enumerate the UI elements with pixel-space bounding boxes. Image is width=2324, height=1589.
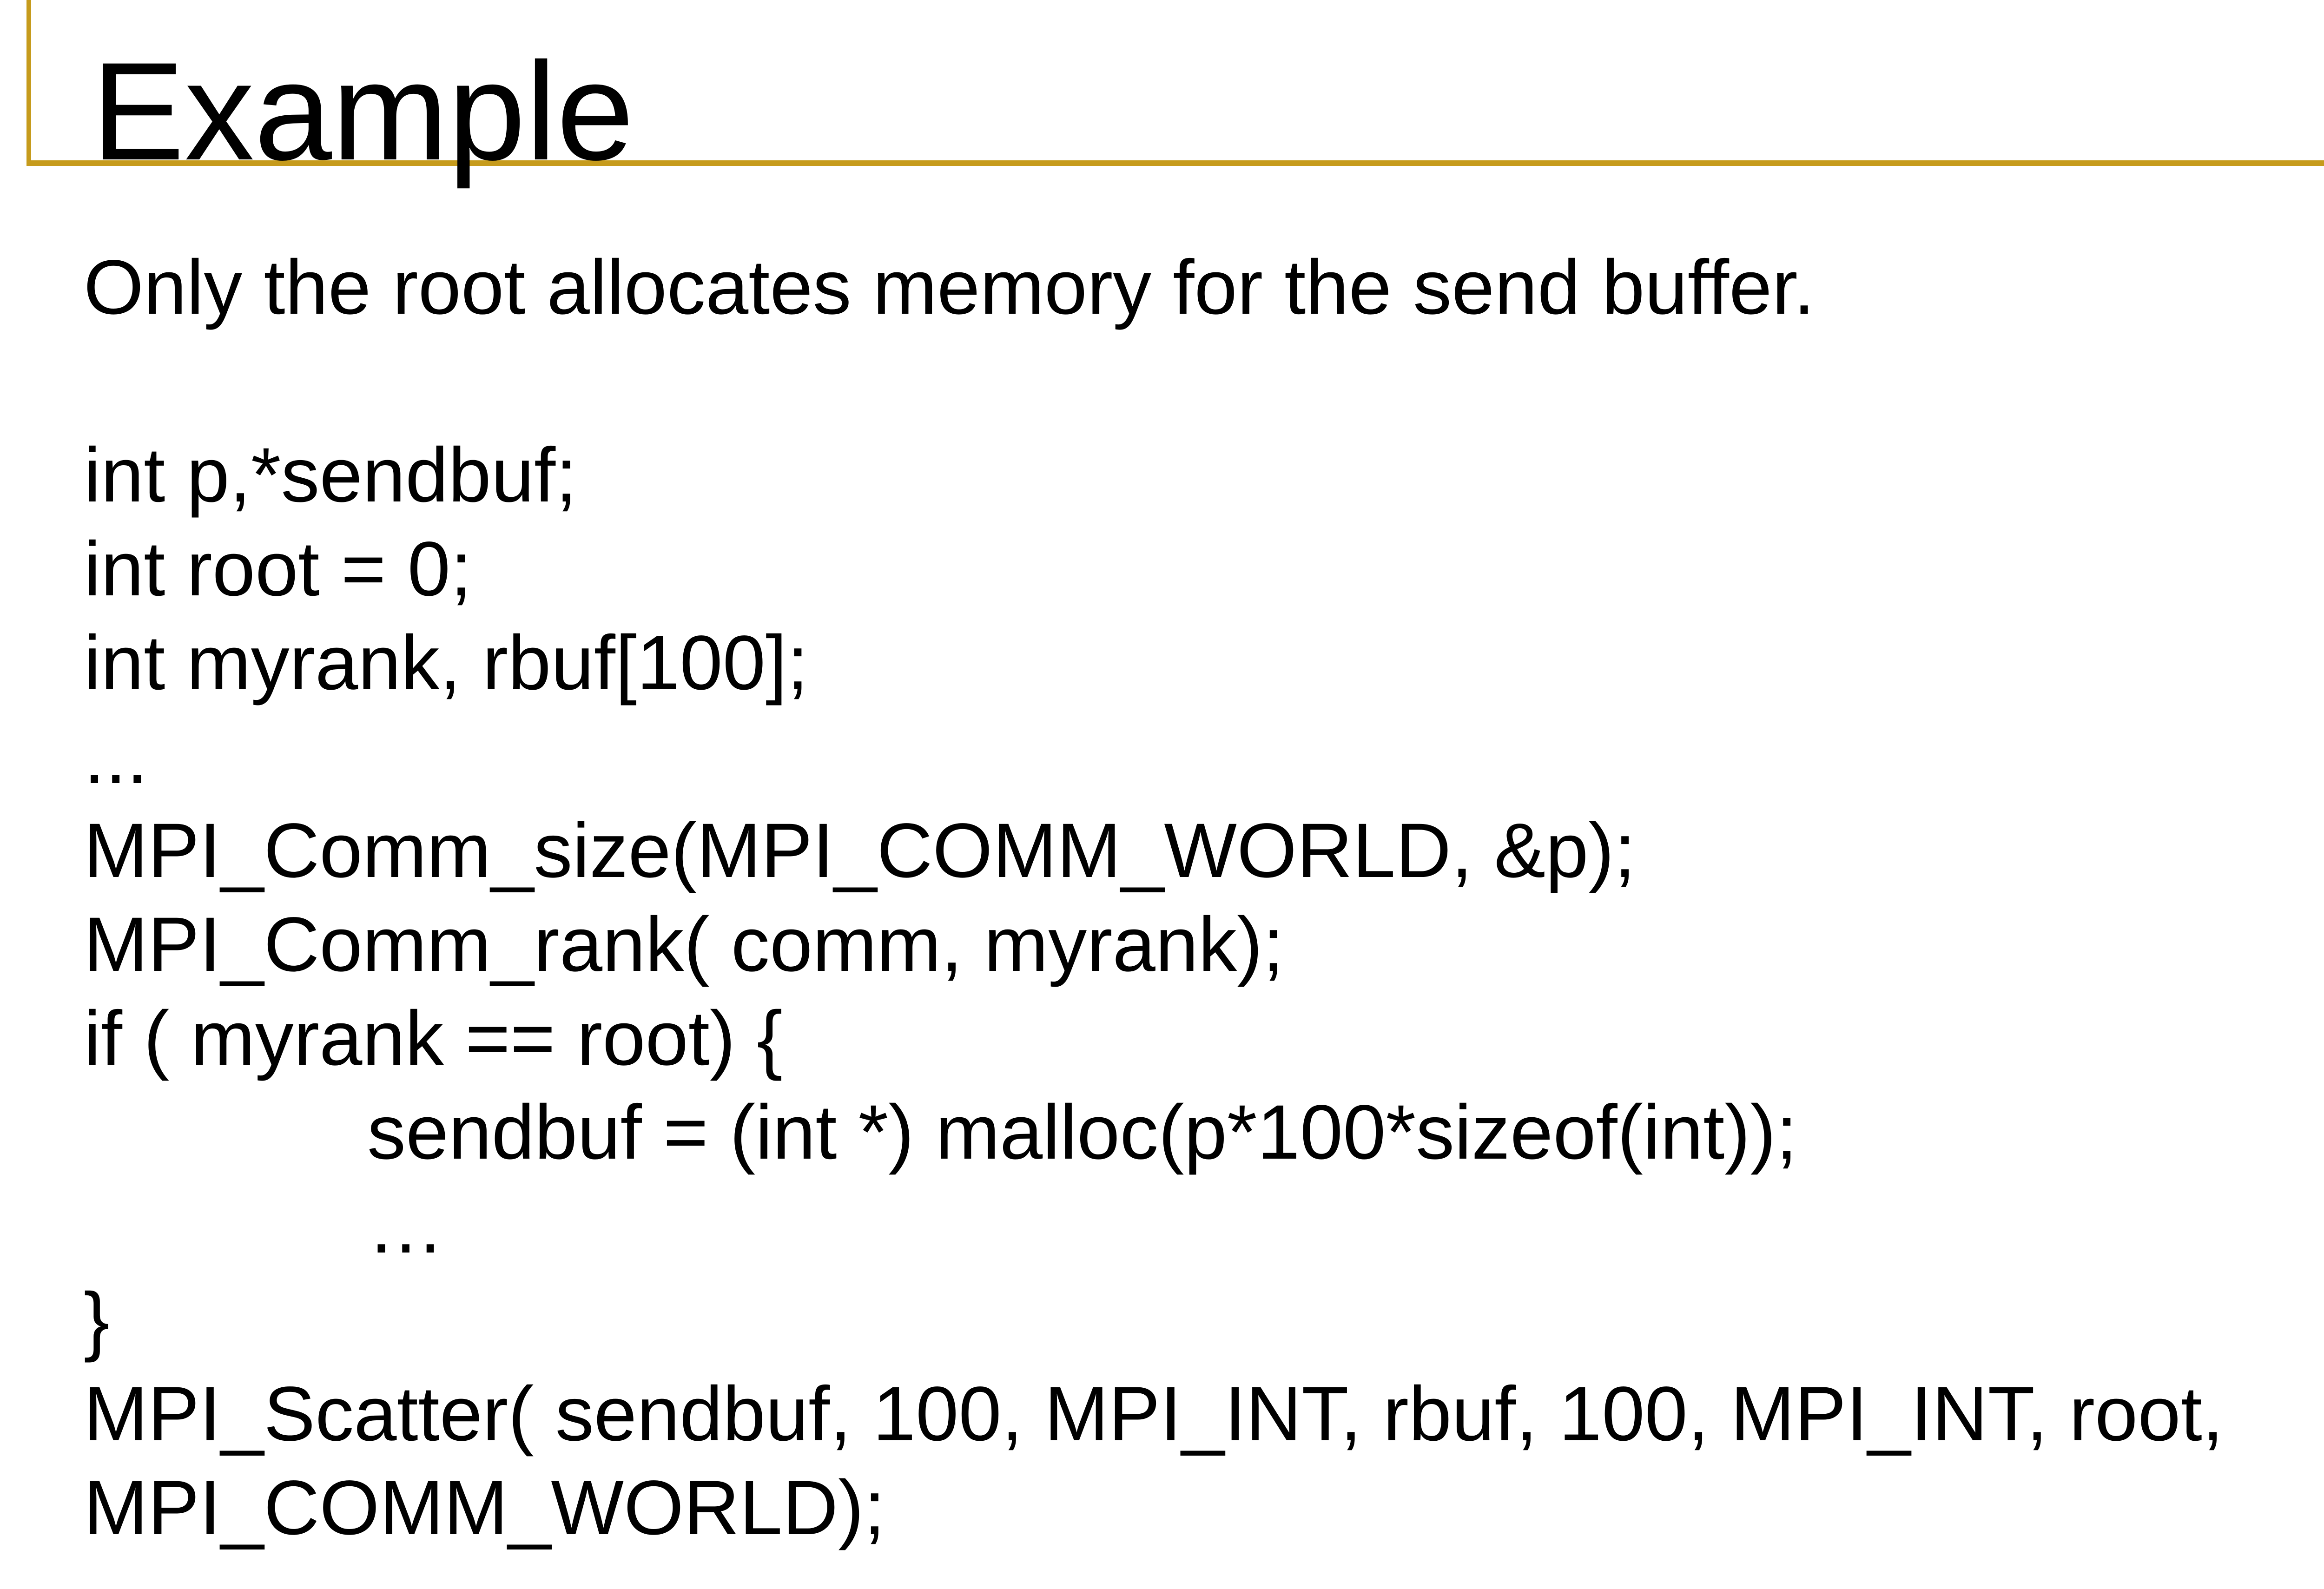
code-line: if ( myrank == root) { bbox=[84, 996, 783, 1081]
code-line: int root = 0; bbox=[84, 526, 472, 612]
slide-body: Only the root allocates memory for the s… bbox=[84, 241, 2224, 1555]
code-line: int p,*sendbuf; bbox=[84, 432, 577, 518]
code-block: int p,*sendbuf;int root = 0;int myrank, … bbox=[84, 429, 2224, 1555]
code-line: MPI_COMM_WORLD); bbox=[84, 1465, 885, 1551]
code-line: sendbuf = (int *) malloc(p*100*sizeof(in… bbox=[367, 1089, 1797, 1175]
code-line: MPI_Scatter( sendbuf, 100, MPI_INT, rbuf… bbox=[84, 1371, 2224, 1457]
code-line: MPI_Comm_size(MPI_COMM_WORLD, &p); bbox=[84, 808, 1636, 894]
slide-title: Example bbox=[92, 33, 634, 189]
title-accent-horizontal-rule bbox=[26, 160, 2324, 166]
code-line: MPI_Comm_rank( comm, myrank); bbox=[84, 902, 1284, 988]
title-accent-vertical-rule bbox=[26, 0, 31, 166]
intro-sentence: Only the root allocates memory for the s… bbox=[84, 244, 1815, 330]
code-line: ... bbox=[84, 714, 148, 800]
code-line: int myrank, rbuf[100]; bbox=[84, 620, 809, 706]
code-line: … bbox=[367, 1183, 444, 1269]
blank-line bbox=[84, 335, 2224, 429]
code-line: } bbox=[84, 1277, 110, 1363]
